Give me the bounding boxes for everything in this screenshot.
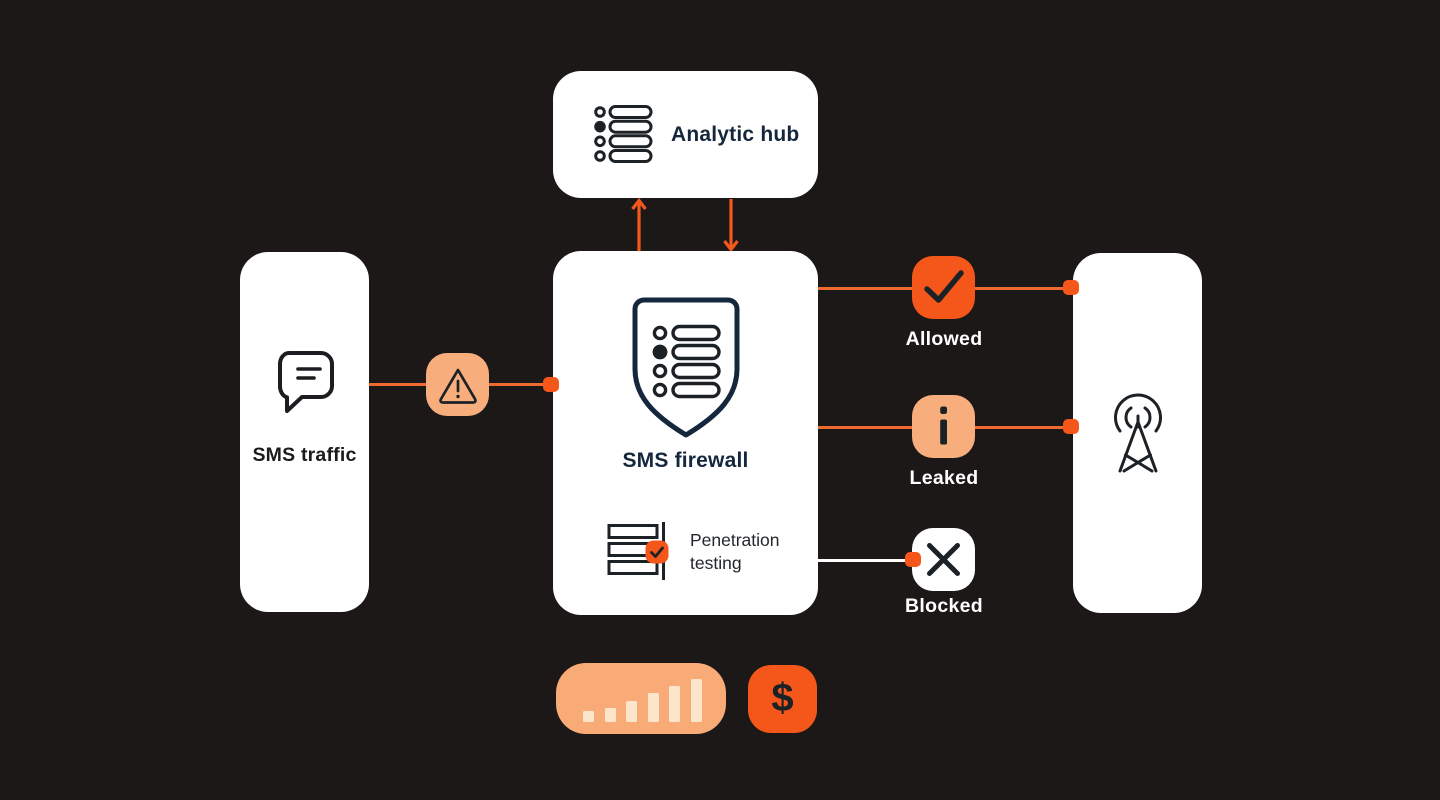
sms-traffic-card: SMS traffic xyxy=(240,252,369,612)
shield-list-icon xyxy=(632,297,739,438)
blocked-dot xyxy=(905,552,921,567)
analytic-hub-card: Analytic hub xyxy=(553,71,818,198)
penetration-testing-label: Penetration testing xyxy=(690,530,780,573)
dollar-badge: $ xyxy=(748,665,817,733)
warning-triangle-badge xyxy=(426,353,489,416)
arrow-up-icon xyxy=(631,197,647,251)
x-icon xyxy=(927,543,960,576)
radio-tower-icon xyxy=(1113,393,1162,473)
blocked-label: Blocked xyxy=(905,595,983,617)
dollar-sign-icon: $ xyxy=(771,675,794,720)
leaked-badge xyxy=(912,395,975,458)
allowed-label: Allowed xyxy=(905,328,983,350)
sms-traffic-label: SMS traffic xyxy=(252,444,357,466)
analytic-hub-label: Analytic hub xyxy=(671,122,800,146)
allowed-badge xyxy=(912,256,975,319)
check-icon xyxy=(924,270,964,303)
signal-bars-icon xyxy=(583,679,702,722)
arrow-down-icon xyxy=(723,199,739,253)
network-card xyxy=(1073,253,1202,613)
allowed-dot xyxy=(1063,280,1079,295)
info-icon xyxy=(940,406,947,445)
leaked-dot xyxy=(1063,419,1079,434)
leaked-label: Leaked xyxy=(909,467,979,489)
blocked-badge xyxy=(912,528,975,591)
list-icon xyxy=(594,105,653,163)
sms-firewall-card: SMS firewall Penetration testing xyxy=(553,251,818,615)
traffic-dot xyxy=(543,377,559,392)
sms-firewall-label: SMS firewall xyxy=(622,449,749,472)
penetration-testing-row: Penetration testing xyxy=(607,521,794,583)
blocked-line xyxy=(818,559,913,562)
signal-bars-badge xyxy=(556,663,726,734)
server-check-icon xyxy=(607,522,669,580)
chat-bubble-icon xyxy=(277,351,334,413)
warning-triangle-icon xyxy=(438,368,477,404)
